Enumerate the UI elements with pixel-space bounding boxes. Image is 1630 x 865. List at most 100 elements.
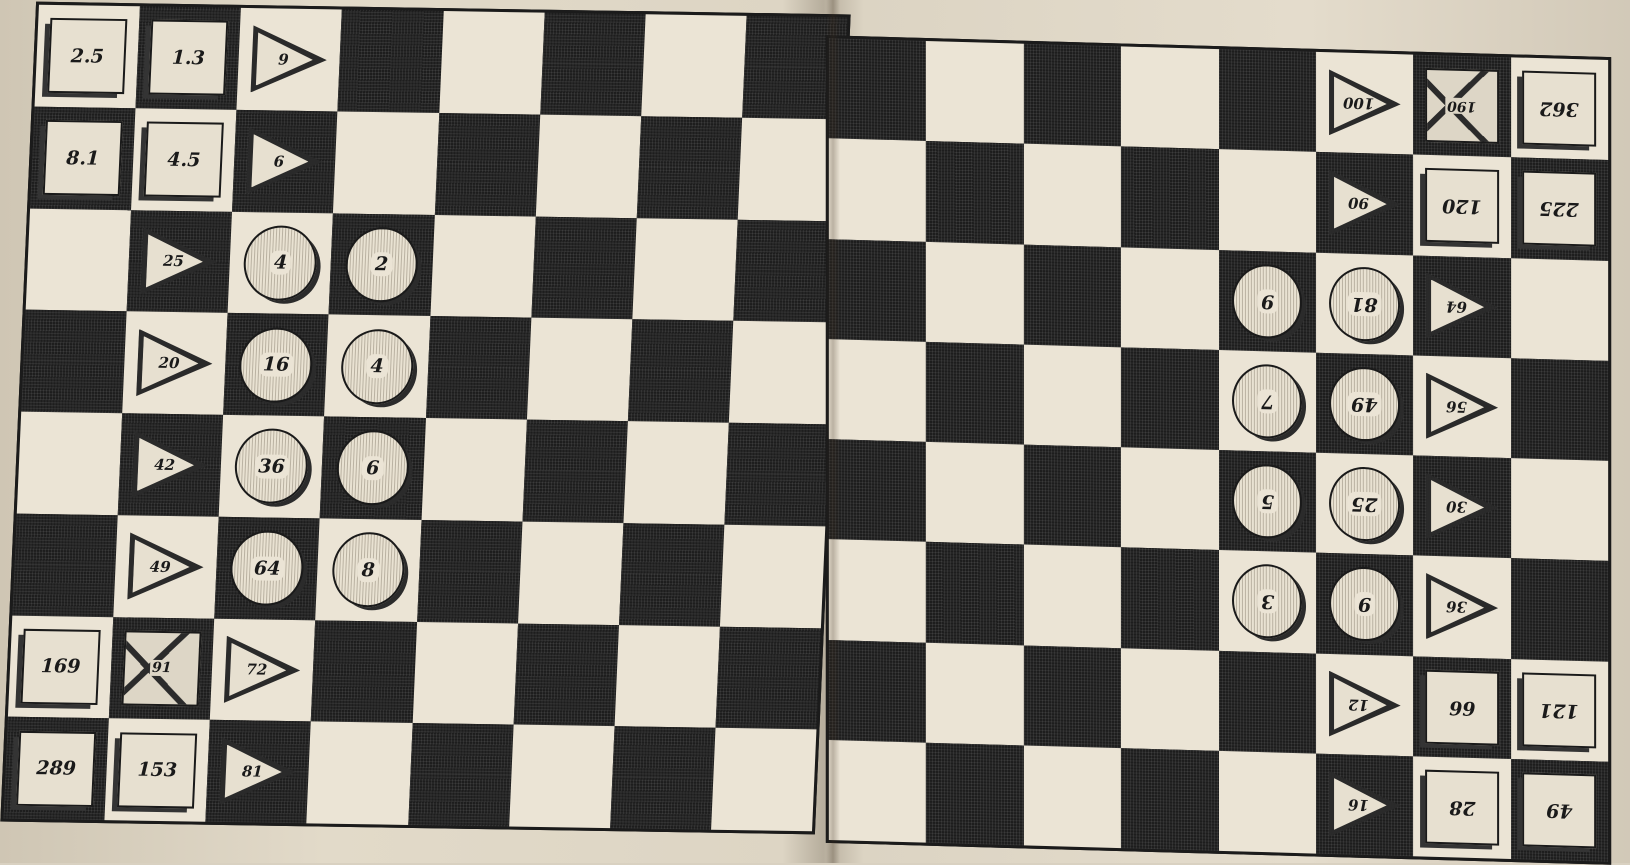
board-square[interactable] (926, 542, 1023, 645)
triangle-piece[interactable]: 36 (1426, 573, 1498, 641)
board-square[interactable] (1511, 258, 1608, 361)
board-square[interactable] (829, 239, 926, 342)
board-square[interactable]: 6 (320, 416, 426, 519)
board-square[interactable]: 28 (1413, 756, 1510, 859)
square-piece[interactable]: 289 (16, 730, 96, 806)
board-square[interactable] (926, 642, 1023, 745)
square-piece[interactable]: 49 (1522, 772, 1596, 848)
board-square[interactable] (1121, 447, 1218, 550)
board-square[interactable]: 8 (316, 518, 422, 621)
board-square[interactable]: 153 (105, 718, 211, 821)
board-square[interactable] (926, 442, 1023, 545)
round-piece[interactable]: 64 (229, 530, 305, 606)
round-piece[interactable]: 4 (339, 328, 415, 404)
board-square[interactable] (1219, 149, 1316, 252)
board-square[interactable] (531, 216, 637, 319)
triangle-piece[interactable]: 20 (136, 329, 214, 397)
triangle-piece[interactable]: 56 (1426, 373, 1498, 441)
board-square[interactable] (1024, 745, 1121, 848)
board-square[interactable]: 1.3 (136, 6, 242, 109)
board-square[interactable] (1024, 445, 1121, 548)
board-square[interactable] (1024, 645, 1121, 748)
board-square[interactable] (628, 319, 734, 422)
square-piece[interactable]: 66 (1425, 669, 1499, 745)
board-square[interactable] (829, 138, 926, 241)
board-square[interactable] (311, 620, 417, 723)
round-piece[interactable]: 36 (234, 428, 310, 504)
board-square[interactable] (1121, 748, 1218, 851)
board-square[interactable] (540, 13, 646, 116)
board-square[interactable]: 5 (1219, 450, 1316, 553)
triangle-piece[interactable]: 30 (1426, 473, 1498, 541)
board-square[interactable]: 6 (232, 110, 338, 213)
board-square[interactable] (926, 342, 1023, 445)
board-square[interactable] (17, 412, 123, 515)
board-square[interactable]: 49 (1316, 353, 1413, 456)
board-square[interactable]: 64 (1413, 255, 1510, 358)
board-square[interactable] (518, 521, 624, 624)
board-square[interactable]: 7 (1219, 350, 1316, 453)
board-square[interactable] (1121, 147, 1218, 250)
board-square[interactable] (509, 725, 615, 828)
board-square[interactable]: 16 (1316, 753, 1413, 856)
board-square[interactable] (430, 215, 536, 318)
square-piece[interactable]: 225 (1522, 171, 1596, 247)
board-square[interactable]: 169 (8, 615, 114, 718)
board-square[interactable]: 9 (237, 8, 343, 111)
round-piece[interactable]: 5 (1232, 463, 1302, 539)
board-square[interactable] (637, 116, 743, 219)
board-square[interactable]: 56 (1413, 355, 1510, 458)
triangle-piece[interactable]: 12 (1329, 671, 1401, 739)
square-piece[interactable]: 169 (21, 629, 101, 705)
round-piece[interactable]: 16 (238, 327, 314, 403)
pyramid-piece[interactable]: 190 (1425, 68, 1499, 144)
board-square[interactable] (1024, 545, 1121, 648)
board-square[interactable] (1511, 458, 1608, 561)
board-square[interactable] (1024, 144, 1121, 247)
board-square[interactable]: 25 (127, 210, 233, 313)
board-square[interactable] (619, 523, 725, 626)
board-square[interactable] (434, 113, 540, 216)
triangle-piece[interactable]: 90 (1329, 169, 1401, 237)
board-square[interactable]: 90 (1316, 152, 1413, 255)
board-square[interactable]: 64 (214, 517, 320, 620)
round-piece[interactable]: 9 (1329, 566, 1399, 642)
board-square[interactable] (829, 38, 926, 141)
triangle-piece[interactable]: 64 (1426, 272, 1498, 340)
board-square[interactable]: 3 (1219, 550, 1316, 653)
board-square[interactable] (1121, 547, 1218, 650)
round-piece[interactable]: 81 (1329, 266, 1399, 342)
board-square[interactable]: 81 (206, 720, 312, 823)
square-piece[interactable]: 362 (1522, 71, 1596, 147)
board-square[interactable] (417, 520, 523, 623)
square-piece[interactable]: 4.5 (144, 121, 224, 197)
triangle-piece[interactable]: 25 (141, 227, 219, 295)
board-square[interactable] (12, 513, 118, 616)
board-square[interactable] (1121, 347, 1218, 450)
square-piece[interactable]: 8.1 (43, 120, 123, 196)
board-square[interactable] (632, 218, 738, 321)
round-piece[interactable]: 2 (344, 226, 420, 302)
board-square[interactable]: 289 (3, 717, 109, 820)
board-square[interactable] (1024, 44, 1121, 147)
board-square[interactable] (733, 219, 839, 322)
board-square[interactable]: 190 (1413, 55, 1510, 158)
board-square[interactable]: 91 (109, 617, 215, 720)
board-square[interactable] (829, 539, 926, 642)
board-square[interactable] (829, 640, 926, 743)
board-square[interactable] (926, 41, 1023, 144)
board-square[interactable] (333, 111, 439, 214)
board-square[interactable] (307, 722, 413, 825)
board-square[interactable]: 121 (1511, 659, 1608, 762)
board-square[interactable]: 120 (1413, 155, 1510, 258)
board-square[interactable] (412, 621, 518, 724)
board-square[interactable]: 12 (1316, 653, 1413, 756)
board-square[interactable] (829, 339, 926, 442)
board-square[interactable] (926, 742, 1023, 845)
square-piece[interactable]: 121 (1522, 672, 1596, 748)
round-piece[interactable]: 25 (1329, 466, 1399, 542)
pyramid-piece[interactable]: 91 (122, 630, 202, 706)
board-square[interactable] (1511, 358, 1608, 461)
board-square[interactable]: 100 (1316, 52, 1413, 155)
board-square[interactable] (522, 420, 628, 523)
